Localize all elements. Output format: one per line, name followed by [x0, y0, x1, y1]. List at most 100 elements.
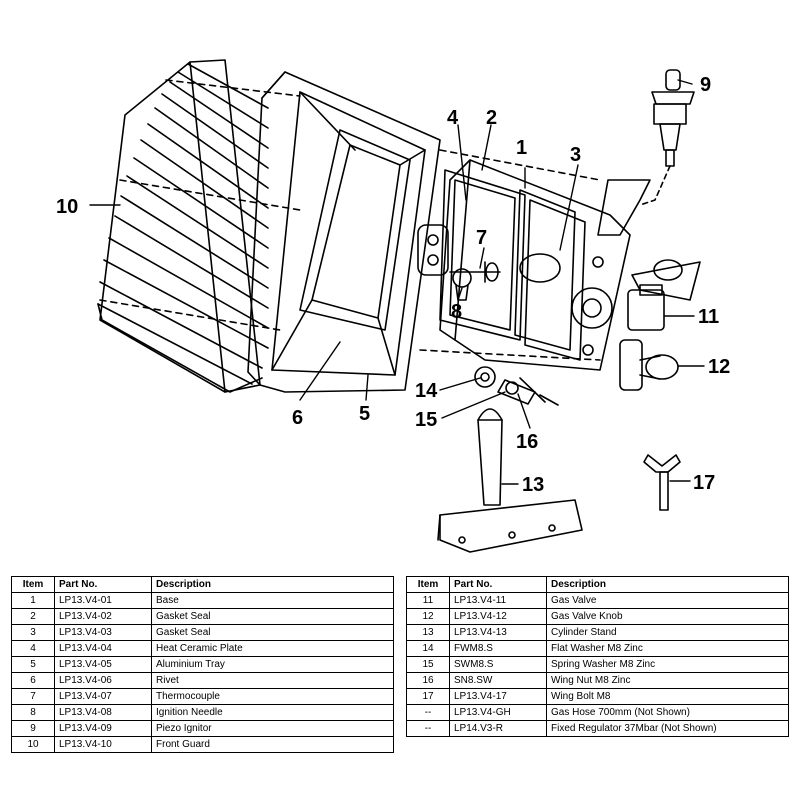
cell-description: Fixed Regulator 37Mbar (Not Shown) [546, 720, 789, 737]
callout-8: 8 [451, 301, 462, 323]
cell-description: Aluminium Tray [151, 656, 394, 673]
header-item: Item [406, 576, 450, 593]
cell-description: Piezo Ignitor [151, 720, 394, 737]
cell-description: Cylinder Stand [546, 624, 789, 641]
cylinder-stand-drawing [437, 366, 583, 553]
callout-15: 15 [415, 409, 437, 431]
cell-description: Base [151, 592, 394, 609]
piezo-ignitor-drawing [639, 69, 695, 206]
exploded-parts-diagram: 1 2 3 4 5 6 7 8 9 10 11 12 13 14 15 16 1… [56, 59, 730, 553]
cell-description: Wing Nut M8 Zinc [546, 672, 789, 689]
wing-bolt-drawing [643, 454, 681, 511]
cell-item: 15 [406, 656, 450, 673]
callout-11: 11 [698, 306, 719, 328]
cell-part-no: LP13.V4-13 [449, 624, 547, 641]
cell-item: 7 [11, 688, 55, 705]
cell-item: 1 [11, 592, 55, 609]
callout-13: 13 [522, 474, 544, 496]
cell-part-no: LP13.V4-17 [449, 688, 547, 705]
cell-part-no: LP13.V4-08 [54, 704, 152, 721]
callout-7: 7 [476, 227, 487, 249]
cell-part-no: LP13.V4-11 [449, 592, 547, 609]
cell-description: Gas Hose 700mm (Not Shown) [546, 704, 789, 721]
cell-description: Gasket Seal [151, 608, 394, 625]
cell-description: Spring Washer M8 Zinc [546, 656, 789, 673]
callout-9: 9 [700, 74, 711, 96]
cell-part-no: LP13.V4-GH [449, 704, 547, 721]
thermocouple-drawing [449, 261, 501, 301]
cell-description: Rivet [151, 672, 394, 689]
cell-item: -- [406, 720, 450, 737]
callout-2: 2 [486, 107, 497, 129]
cell-part-no: LP13.V4-07 [54, 688, 152, 705]
table-header-row: Item Part No. Description [11, 576, 394, 593]
cell-part-no: SWM8.S [449, 656, 547, 673]
cell-item: 14 [406, 640, 450, 657]
callout-5: 5 [359, 403, 370, 425]
cell-item: 9 [11, 720, 55, 737]
cell-item: 11 [406, 592, 450, 609]
cell-part-no: LP13.V4-02 [54, 608, 152, 625]
cell-item: 5 [11, 656, 55, 673]
cell-item: 3 [11, 624, 55, 641]
cell-description: Heat Ceramic Plate [151, 640, 394, 657]
cell-part-no: SN8.SW [449, 672, 547, 689]
cell-part-no: LP13.V4-12 [449, 608, 547, 625]
cell-item: 2 [11, 608, 55, 625]
header-part-no: Part No. [54, 576, 152, 593]
callout-6: 6 [292, 407, 303, 429]
cell-part-no: FWM8.S [449, 640, 547, 657]
callout-3: 3 [570, 144, 581, 166]
cell-part-no: LP13.V4-01 [54, 592, 152, 609]
cell-item: 13 [406, 624, 450, 641]
callout-4: 4 [447, 107, 459, 129]
callout-10: 10 [56, 196, 78, 218]
cell-description: Front Guard [151, 736, 394, 753]
callout-17: 17 [693, 472, 715, 494]
cell-item: 6 [11, 672, 55, 689]
cell-description: Gas Valve Knob [546, 608, 789, 625]
cell-part-no: LP13.V4-05 [54, 656, 152, 673]
cell-description: Wing Bolt M8 [546, 688, 789, 705]
cell-part-no: LP14.V3-R [449, 720, 547, 737]
cell-part-no: LP13.V4-10 [54, 736, 152, 753]
cell-description: Gasket Seal [151, 624, 394, 641]
cell-part-no: LP13.V4-09 [54, 720, 152, 737]
cell-item: 4 [11, 640, 55, 657]
cell-description: Ignition Needle [151, 704, 394, 721]
cell-item: 12 [406, 608, 450, 625]
cell-description: Gas Valve [546, 592, 789, 609]
cell-item: 16 [406, 672, 450, 689]
callout-12: 12 [708, 356, 730, 378]
front-guard-drawing [97, 59, 301, 393]
callout-16: 16 [516, 431, 538, 453]
header-description: Description [546, 576, 789, 593]
cell-description: Thermocouple [151, 688, 394, 705]
leader-lines [89, 79, 705, 485]
cell-part-no: LP13.V4-03 [54, 624, 152, 641]
cell-item: 8 [11, 704, 55, 721]
callout-numbers: 1 2 3 4 5 6 7 8 9 10 11 12 13 14 15 16 1… [56, 74, 730, 496]
aluminium-tray-drawing [247, 71, 441, 393]
header-item: Item [11, 576, 55, 593]
header-description: Description [151, 576, 394, 593]
callout-1: 1 [516, 137, 527, 159]
gas-valve-drawing [571, 179, 701, 391]
